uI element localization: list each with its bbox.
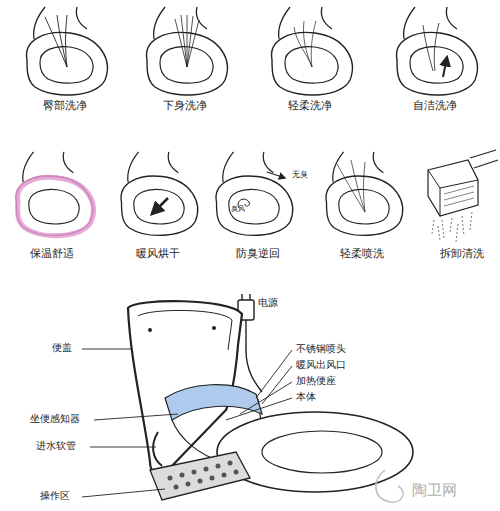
part-label: 暖风出风口: [296, 359, 346, 371]
feature-caption: 保温舒适: [30, 248, 74, 261]
feature-caption: 臀部洗净: [43, 100, 87, 113]
feature-caption: 下身洗净: [163, 100, 207, 113]
part-label: 操作区: [40, 490, 70, 502]
icon-label: 无臭: [292, 170, 308, 179]
part-label: 便盖: [52, 342, 72, 354]
feature-caption: 轻柔洗净: [288, 100, 332, 113]
feature-caption: 轻柔喷洗: [340, 248, 384, 261]
feature-caption: 暖风烘干: [136, 248, 180, 261]
watermark: 陶卫网: [412, 482, 457, 499]
part-label: 不锈钢喷头: [296, 343, 346, 355]
feature-caption: 拆卸清洗: [440, 248, 484, 261]
part-label: 加热便座: [296, 375, 336, 387]
part-label: 电源: [258, 297, 278, 309]
part-label: 坐便感知器: [30, 413, 80, 425]
icon-label: 臭风: [231, 205, 245, 213]
part-label: 进水软管: [36, 440, 76, 452]
feature-caption: 防臭逆回: [236, 248, 280, 261]
part-label: 本体: [296, 391, 316, 403]
feature-caption: 自洁洗净: [413, 100, 457, 113]
